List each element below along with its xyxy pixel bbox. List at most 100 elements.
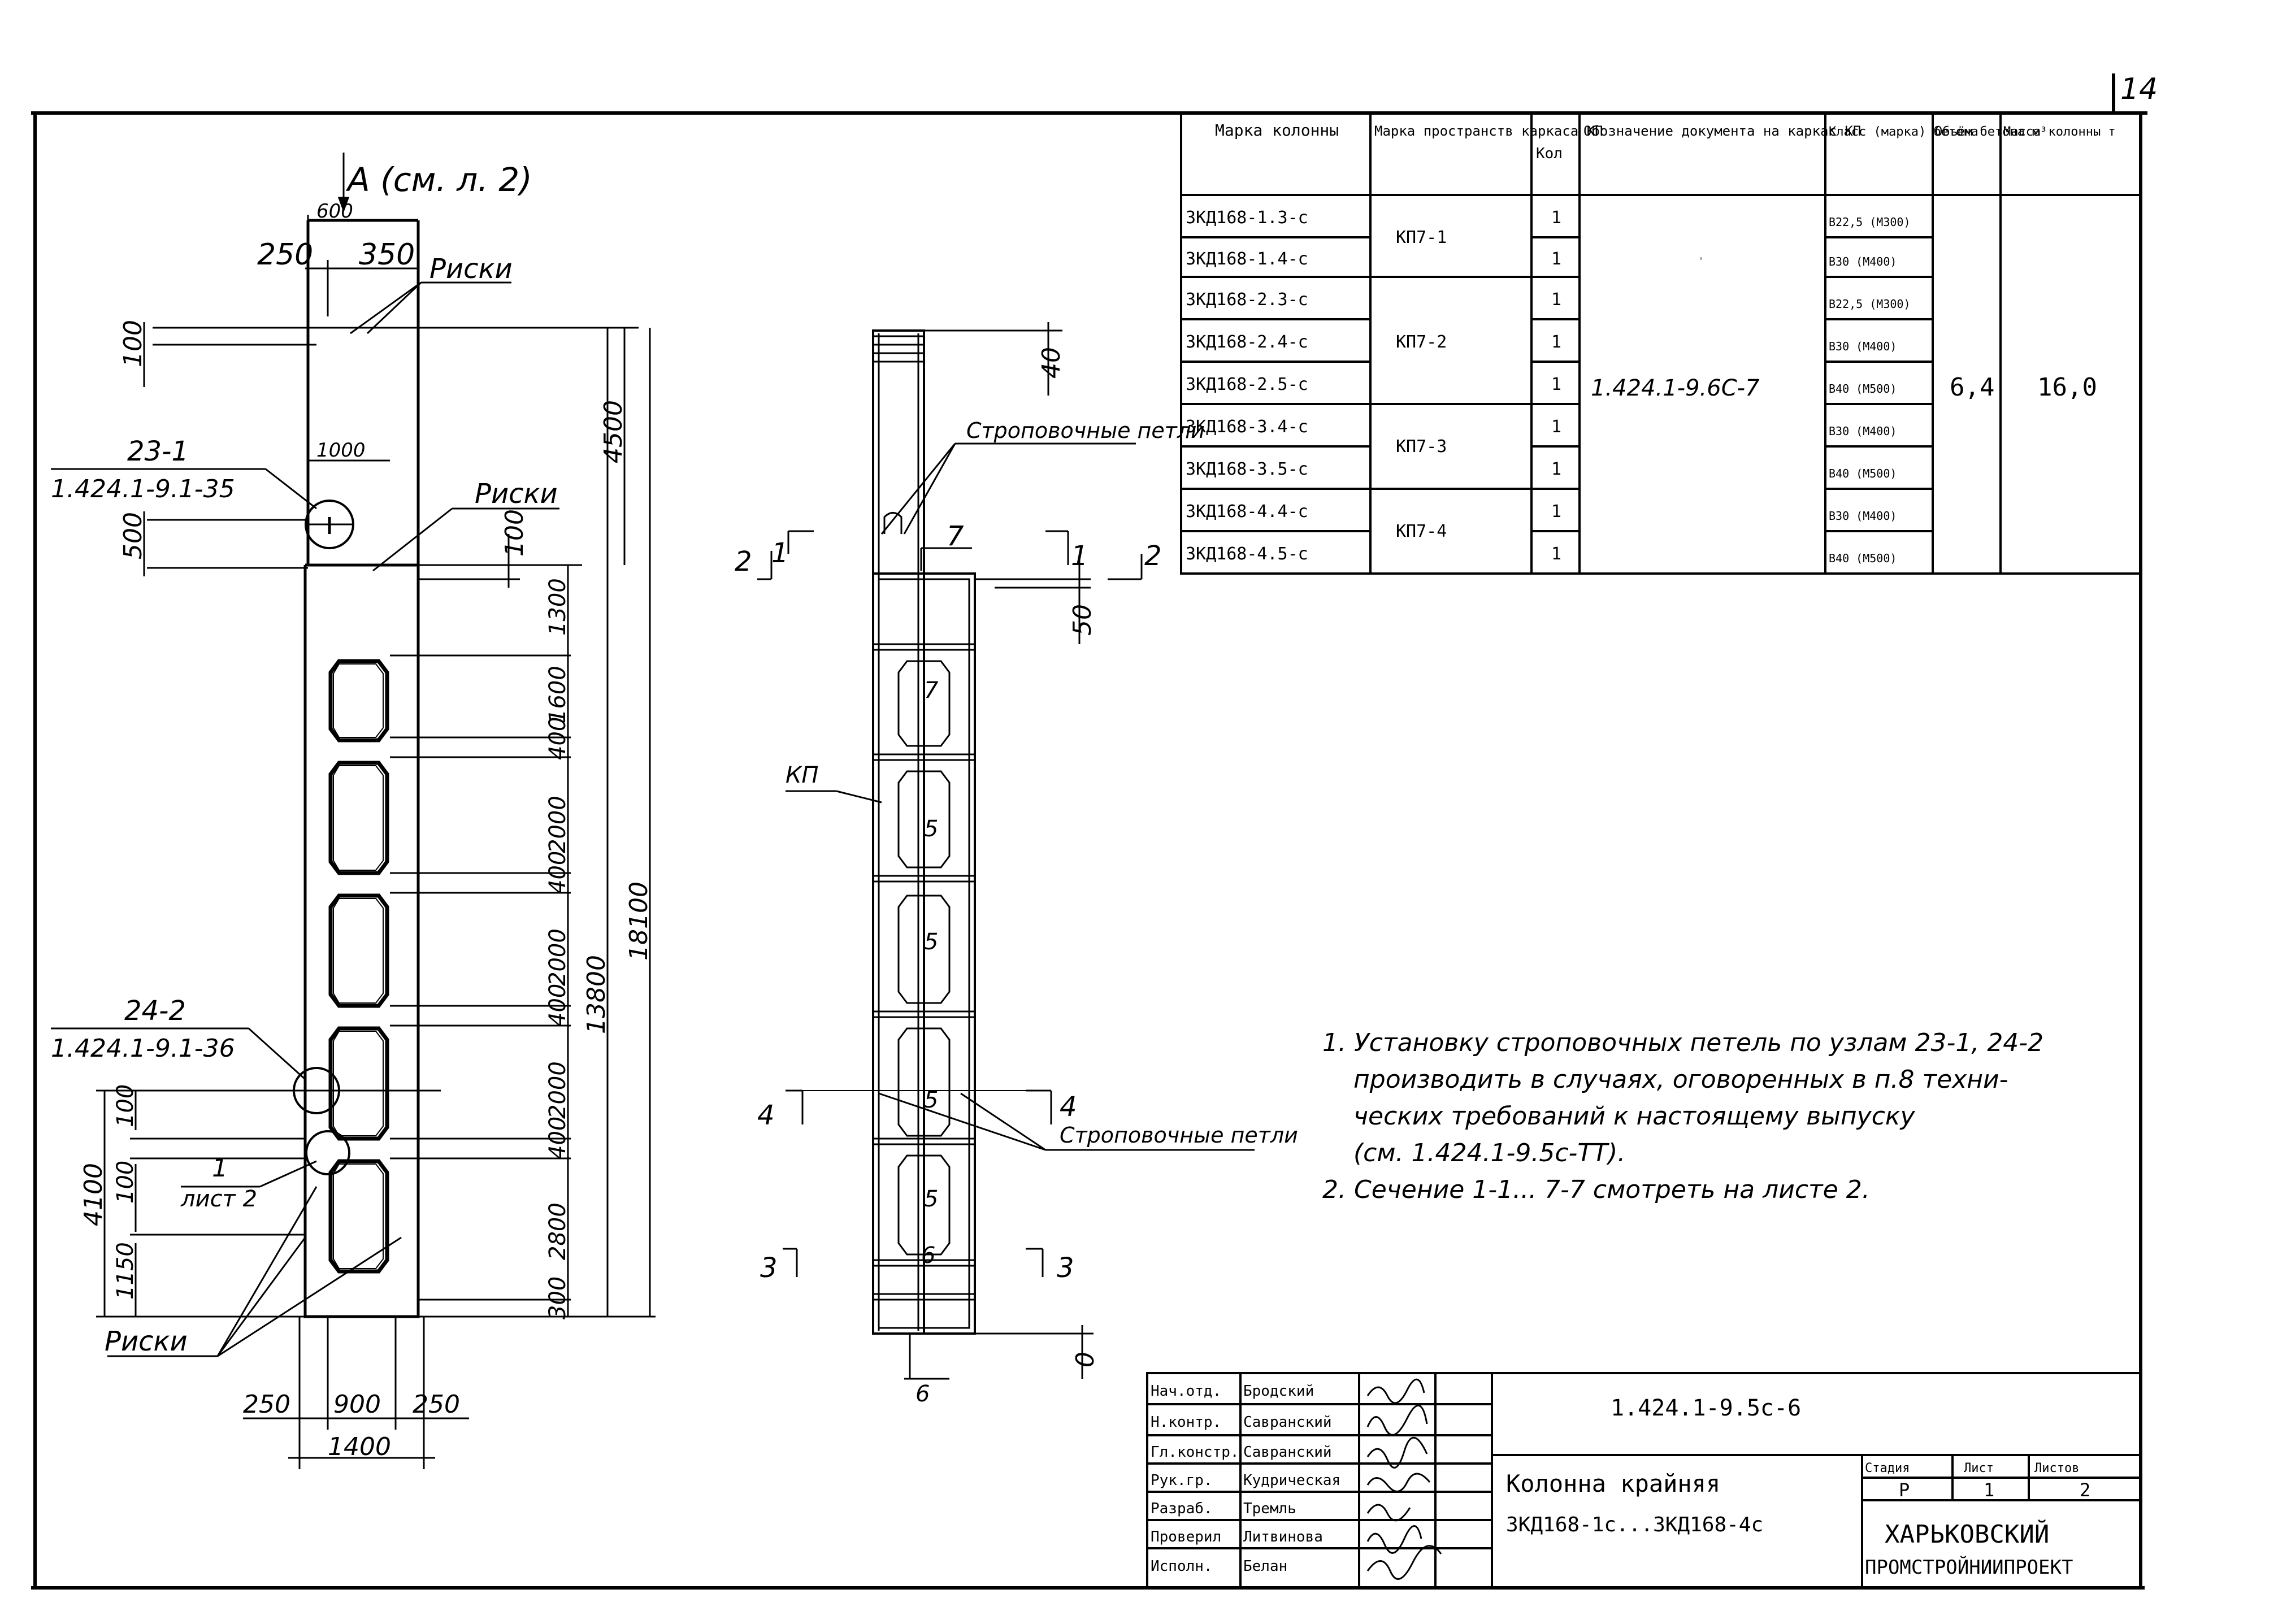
dim-0: 0	[1071, 1352, 1100, 1367]
dim-chain-5: 400	[545, 851, 571, 894]
sheet-value: 1	[1984, 1479, 1994, 1501]
cut-1-right: 1	[1071, 540, 1088, 572]
signature-scribbles	[1366, 1378, 1442, 1580]
doc-kp: 1.424.1-9.6С-7	[1591, 375, 1760, 401]
signer-name: Савранский	[1243, 1414, 1332, 1431]
note-line-4: (см. 1.424.1-9.5с-ТТ).	[1353, 1139, 1625, 1167]
row-kp: КП7-1	[1396, 228, 1447, 247]
signer-role: Исполн.	[1151, 1558, 1213, 1575]
lifting-loops-bottom: Строповочные петли	[1060, 1123, 1298, 1148]
spec-table-grid	[1180, 112, 2142, 575]
cut-1-left: 1	[771, 537, 789, 569]
row-qty: 1	[1551, 417, 1561, 437]
sheets-value: 2	[2080, 1479, 2090, 1501]
org-line-1: ХАРЬКОВСКИЙ	[1885, 1519, 2049, 1549]
notes-block: 1. Установку строповочных петель по узла…	[1322, 1028, 2043, 1204]
page-number: 14	[2120, 72, 2158, 106]
row-concrete: В22,5 (М300)	[1829, 297, 1911, 311]
row-mark: 3КД168-4.4-с	[1186, 502, 1308, 522]
note-line-2: производить в случаях, оговоренных в п.8…	[1353, 1065, 2008, 1094]
dim-13800: 13800	[582, 955, 611, 1034]
note-line-1: 1. Установку строповочных петель по узла…	[1322, 1028, 2043, 1057]
detail-sheet: лист 2	[180, 1186, 257, 1212]
th-volume: Объём бетона м³	[1935, 125, 2047, 139]
stage-value: Р	[1899, 1479, 1910, 1501]
dim-chain-8: 2000	[545, 1061, 571, 1119]
title-line-2: 3КД168-1с...3КД168-4с	[1506, 1513, 1763, 1536]
row-mark: 3КД168-1.3-с	[1186, 208, 1308, 228]
dim-100-top: 100	[119, 320, 147, 367]
signer-name: Тремль	[1243, 1500, 1296, 1517]
lifting-loops-top: Строповочные петли	[966, 418, 1205, 443]
risks-label-top: Риски	[429, 253, 513, 285]
view-ref-label: А (см. л. 2)	[345, 160, 532, 199]
row-mark: 3КД168-3.5-с	[1186, 459, 1308, 479]
dim-chain-9: 400	[545, 1117, 571, 1160]
elevation-dimensions	[51, 153, 656, 1469]
row-qty: 1	[1551, 208, 1561, 228]
th-doc: Обозначение документа на каркас КП	[1583, 123, 1861, 139]
cut-7: 7	[947, 520, 964, 552]
row-concrete: В30 (М400)	[1829, 340, 1897, 353]
signer-role: Нач.отд.	[1151, 1383, 1221, 1400]
risks-label-mid: Риски	[475, 478, 558, 510]
signer-name: Савранский	[1243, 1444, 1332, 1461]
cut-7-inner: 7	[924, 678, 939, 704]
row-qty: 1	[1551, 290, 1561, 310]
spec-table-headers: Марка колонны Марка пространств каркаса …	[1215, 121, 2116, 162]
row-mark: 3КД168-4.5-с	[1186, 544, 1308, 564]
row-concrete: В22,5 (М300)	[1829, 215, 1911, 229]
sheet-label: Лист	[1964, 1461, 1994, 1475]
dim-chain-3: 400	[545, 717, 571, 760]
dim-chain-7: 400	[545, 984, 571, 1027]
note-line-5: 2. Сечение 1-1... 7-7 смотреть на листе …	[1322, 1175, 1870, 1204]
volume-value: 6,4	[1950, 373, 1994, 402]
node2-id: 24-2	[124, 995, 186, 1027]
elevation-labels: А (см. л. 2) 600 250 350 Риски 100 4500 …	[51, 160, 653, 1461]
th-kp: Марка пространств каркаса КП	[1374, 123, 1603, 139]
row-qty: 1	[1551, 502, 1561, 522]
detail-circle-1	[305, 1130, 350, 1175]
title-line-1: Колонна крайняя	[1506, 1470, 1720, 1497]
signer-name: Белан	[1243, 1558, 1287, 1575]
row-mark: 3КД168-1.4-с	[1186, 249, 1308, 269]
row-qty: 1	[1551, 544, 1561, 564]
signer-role: Н.контр.	[1151, 1414, 1221, 1431]
section-dimensions	[757, 322, 1255, 1380]
row-kp: КП7-2	[1396, 332, 1447, 352]
cut-6-bottom: 6	[915, 1381, 930, 1407]
th-mark: Марка колонны	[1215, 121, 1339, 140]
section-labels: 40 Строповочные петли 2 1 7 1 2 50 7 КП …	[735, 347, 1298, 1407]
signer-role: Рук.гр.	[1151, 1472, 1213, 1489]
dim-chain-1: 1300	[545, 578, 571, 636]
note-line-3: ческих требований к настоящему выпуску	[1353, 1102, 1915, 1131]
spec-table-body: 3КД168-1.3-с 3КД168-1.4-с 3КД168-2.3-с 3…	[1186, 208, 2097, 565]
row-concrete: В40 (М500)	[1829, 552, 1897, 565]
signer-role: Гл.констр.	[1151, 1444, 1239, 1461]
row-concrete: В30 (М400)	[1829, 424, 1897, 438]
kp-label: КП	[786, 762, 818, 788]
cut-5-c: 5	[924, 1087, 938, 1113]
detail-number: 1	[212, 1154, 228, 1183]
row-mark: 3КД168-2.5-с	[1186, 375, 1308, 394]
cut-3-right: 3	[1057, 1252, 1074, 1284]
dim-top-width: 600	[316, 200, 353, 223]
signer-name: Литвинова	[1243, 1529, 1323, 1545]
dim-bottom-250-right: 250	[413, 1390, 460, 1419]
dim-250-top: 250	[257, 238, 313, 272]
dim-bottom-900: 900	[333, 1390, 381, 1419]
row-kp: КП7-3	[1396, 437, 1447, 457]
node2-doc: 1.424.1-9.1-36	[51, 1034, 235, 1063]
cut-6-inner: 6	[921, 1243, 935, 1269]
row-concrete: В30 (М400)	[1829, 255, 1897, 268]
row-kp: КП7-4	[1396, 522, 1447, 541]
row-mark: 3КД168-2.4-с	[1186, 332, 1308, 352]
dim-chain-4: 2000	[545, 796, 571, 853]
cut-4-left: 4	[757, 1100, 775, 1131]
row-mark: 3КД168-2.3-с	[1186, 290, 1308, 310]
column-elevation	[293, 219, 441, 1318]
dim-350: 350	[359, 238, 415, 272]
th-mass: Масса колонны т	[2003, 125, 2116, 139]
dim-100-c: 100	[112, 1084, 138, 1127]
node1-doc: 1.424.1-9.1-35	[51, 475, 235, 503]
